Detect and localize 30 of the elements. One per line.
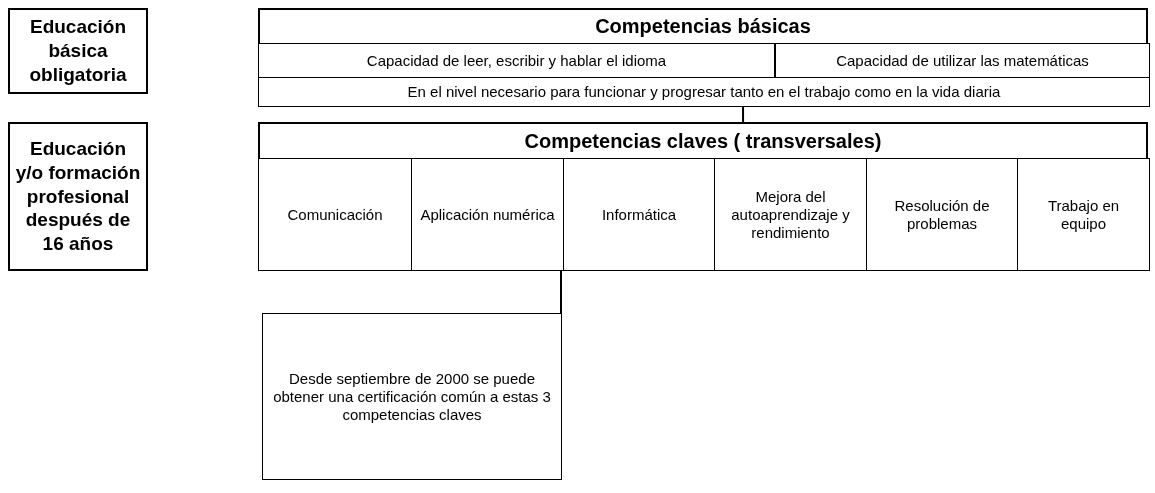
cell-text: Capacidad de leer, escribir y hablar el idioma bbox=[366, 51, 667, 70]
cell-text: Desde septiembre de 2000 se puede obtener una certificación común a estas 3 competencias claves bbox=[272, 369, 552, 424]
connector-line bbox=[560, 270, 562, 314]
table-cell bbox=[258, 158, 412, 271]
category-box bbox=[8, 122, 148, 271]
table-cell bbox=[258, 77, 1150, 107]
table-cell bbox=[714, 158, 867, 271]
table-cell bbox=[775, 43, 1150, 78]
table-cell bbox=[411, 158, 564, 271]
table-header: Competencias claves ( transversales) bbox=[523, 129, 883, 154]
cell-text: Informática bbox=[601, 205, 677, 224]
note-box bbox=[262, 313, 562, 480]
table-cell bbox=[1017, 158, 1150, 271]
cell-text: Mejora del autoaprendizaje y rendimiento bbox=[730, 187, 851, 242]
category-box bbox=[8, 8, 148, 94]
cell-text: Resolución de problemas bbox=[893, 196, 991, 233]
category-label: Educación y/o formación profesional después de 16 años bbox=[14, 137, 142, 256]
table-cell bbox=[866, 158, 1018, 271]
cell-text: Trabajo en equipo bbox=[1046, 196, 1121, 233]
competency-table bbox=[258, 122, 1148, 271]
table-header: Competencias básicas bbox=[594, 14, 812, 39]
competency-table bbox=[258, 8, 1148, 107]
table-cell bbox=[563, 158, 715, 271]
table-cell bbox=[258, 43, 775, 78]
cell-text: Comunicación bbox=[287, 205, 383, 224]
cell-text: Capacidad de utilizar las matemáticas bbox=[836, 51, 1089, 70]
connector-line bbox=[742, 106, 745, 123]
cell-text: Aplicación numérica bbox=[420, 205, 555, 224]
cell-text: En el nivel necesario para funcionar y progresar tanto en el trabajo como en la vida diaria bbox=[407, 83, 1001, 101]
category-label: Educación básica obligatoria bbox=[28, 15, 128, 87]
